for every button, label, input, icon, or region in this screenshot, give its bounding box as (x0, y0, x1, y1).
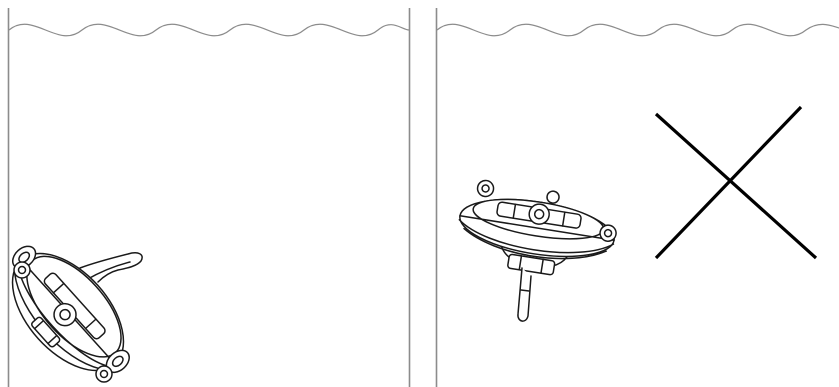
panel-right (435, 8, 839, 387)
cross-mark-icon (654, 105, 818, 260)
robot-tilted-slight-icon (458, 179, 617, 322)
water-surface-wave (8, 23, 410, 37)
robot-tilted-steep-icon (11, 245, 143, 383)
panel-left (7, 8, 411, 387)
water-surface-wave (436, 23, 839, 37)
